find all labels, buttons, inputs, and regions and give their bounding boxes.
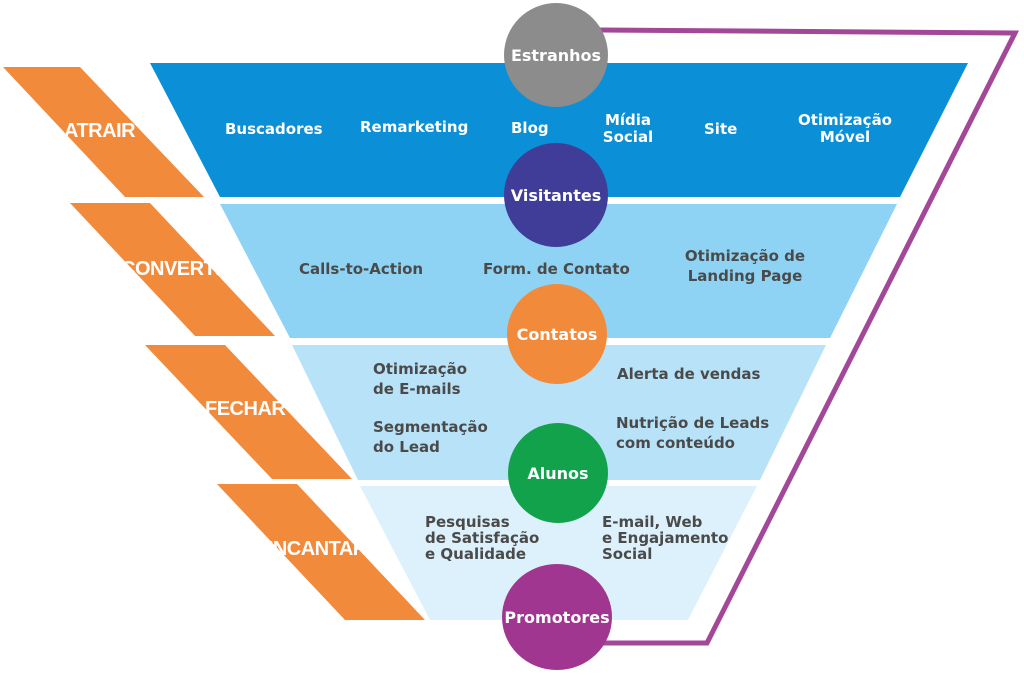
promoter-loop-line <box>599 27 1020 646</box>
phase-convert-shape <box>70 203 275 336</box>
band-close <box>292 345 826 480</box>
close-item-alert: Alerta de vendas <box>617 365 761 383</box>
stage-visitors-circle: Visitantes <box>504 143 608 247</box>
attract-item-blog: Blog <box>511 119 549 137</box>
stage-strangers-label: Estranhos <box>510 45 602 65</box>
attract-item-site: Site <box>704 120 738 138</box>
stage-promoters-label: Promotores <box>504 607 610 627</box>
delight-item-survey: Pesquisas de Satisfação e Qualidade <box>425 513 540 563</box>
stage-strangers-circle: Estranhos <box>504 3 608 107</box>
convert-item-form: Form. de Contato <box>483 260 630 278</box>
stage-visitors-label: Visitantes <box>510 185 602 205</box>
attract-item-search: Buscadores <box>225 120 323 138</box>
phase-label-convert: CONVERTER <box>121 258 243 280</box>
close-item-nurture: Nutrição de Leads com conteúdo <box>616 414 770 452</box>
phase-label-close: FECHAR <box>205 398 286 420</box>
stage-contacts-label: Contatos <box>516 324 598 344</box>
band-delight <box>360 486 757 620</box>
convert-item-landing: Otimização de Landing Page <box>684 247 806 285</box>
phase-delight-shape <box>217 484 425 620</box>
band-convert <box>220 204 897 338</box>
attract-item-social-media: Mídia Social <box>602 111 654 146</box>
attract-item-remarketing: Remarketing <box>360 118 469 136</box>
convert-item-cta: Calls-to-Action <box>299 260 424 278</box>
stage-students-circle: Alunos <box>508 423 608 523</box>
phase-attract-shape <box>3 67 204 197</box>
phase-label-delight: ENCANTAR <box>260 538 367 560</box>
stage-students-label: Alunos <box>527 463 589 483</box>
close-item-email: Otimização de E-mails <box>373 360 468 398</box>
close-item-segment: Segmentação do Lead <box>373 418 488 456</box>
attract-item-mobile: Otimização Móvel <box>797 111 892 146</box>
phase-close-shape <box>145 345 352 479</box>
stage-promoters-circle: Promotores <box>502 564 612 670</box>
stage-contacts-circle: Contatos <box>507 284 607 384</box>
phase-label-attract: ATRAIR <box>64 120 136 142</box>
delight-item-social: E-mail, Web e Engajamento Social <box>602 513 729 563</box>
band-attract <box>150 63 968 197</box>
